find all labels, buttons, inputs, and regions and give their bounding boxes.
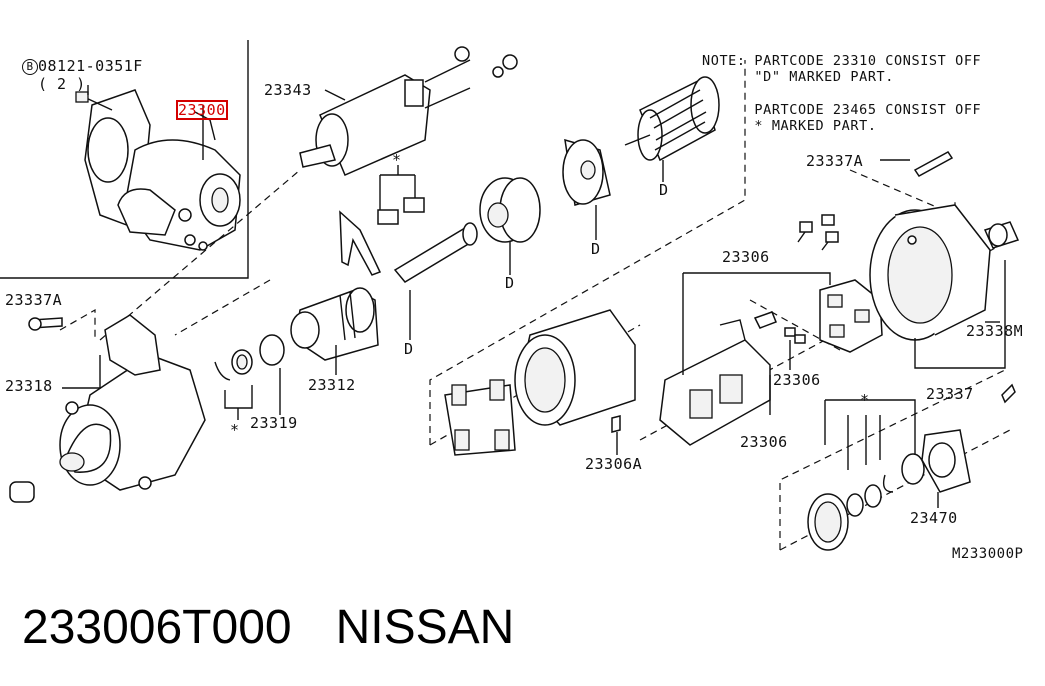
bolt-circle-icon: B (22, 59, 38, 75)
star-mark-washers: * (230, 421, 240, 439)
leader-star (824, 399, 916, 470)
pinion-shaft (393, 222, 478, 283)
bolt-code-text: 08121-0351F (38, 57, 143, 75)
part-label-23312[interactable]: 23312 (308, 376, 356, 394)
part-label-23338m[interactable]: 23338M (966, 322, 1024, 340)
solenoid-part (299, 46, 518, 176)
armature (624, 76, 720, 162)
brush-plate (819, 279, 883, 353)
star-mark-springs: * (392, 151, 402, 169)
assembly-label-23300[interactable]: 23300 (176, 100, 228, 120)
note-line-3: PARTCODE 23465 CONSIST OFF (702, 102, 982, 118)
part-label-23337[interactable]: 23337 (926, 385, 974, 403)
bushing (9, 481, 35, 503)
caption: 233006T000 NISSAN (22, 600, 514, 656)
through-bolt-top (913, 151, 954, 177)
mark-d-gear: D (505, 274, 515, 292)
shift-lever (339, 210, 382, 276)
part-label-23343[interactable]: 23343 (264, 81, 312, 99)
rear-cover (869, 204, 1020, 341)
brush-set (797, 214, 839, 251)
yoke-housing (444, 309, 636, 456)
caption-brand: NISSAN (335, 601, 515, 654)
note-line-1: NOTE: PARTCODE 23310 CONSIST OFF (702, 53, 982, 69)
part-label-23319[interactable]: 23319 (250, 414, 298, 432)
leader-23306 (682, 272, 831, 375)
part-label-23337a-left[interactable]: 23337A (5, 291, 63, 309)
planet-gear-unit (479, 177, 541, 243)
brush-holder (659, 311, 806, 446)
caption-part-number: 233006T000 (22, 601, 292, 654)
part-label-23337a-top[interactable]: 23337A (806, 152, 864, 170)
part-label-23306-mid[interactable]: 23306 (740, 433, 788, 451)
leader-23318 (62, 355, 101, 389)
starter-assembly-thumbnail (75, 89, 241, 251)
part-label-23306-low[interactable]: 23306 (773, 371, 821, 389)
bolt-qty-label: ( 2 ) (38, 75, 86, 93)
star-mark-bearing: * (860, 391, 870, 409)
overrunning-clutch (290, 287, 379, 361)
mark-d-plate: D (591, 240, 601, 258)
spacer-ring (259, 334, 285, 366)
diagram-code: M233000P (952, 546, 1024, 562)
part-label-23470[interactable]: 23470 (910, 509, 958, 527)
brush-springs (377, 165, 425, 225)
note-line-4: * MARKED PART. (702, 118, 877, 134)
mark-d-armature: D (659, 181, 669, 199)
front-housing (59, 314, 206, 491)
center-plate (562, 138, 611, 206)
leader-23337 (914, 260, 1006, 369)
screw-23306a (611, 415, 621, 433)
part-label-23306a[interactable]: 23306A (585, 455, 643, 473)
rear-bearing-set (807, 383, 1016, 551)
leader-23343 (324, 89, 346, 101)
part-label-23306-top[interactable]: 23306 (722, 248, 770, 266)
mark-d-shaft: D (404, 340, 414, 358)
inset-border (0, 40, 249, 279)
snap-ring (214, 361, 231, 381)
note-line-2: "D" MARKED PART. (702, 69, 895, 85)
part-label-23318[interactable]: 23318 (5, 377, 53, 395)
